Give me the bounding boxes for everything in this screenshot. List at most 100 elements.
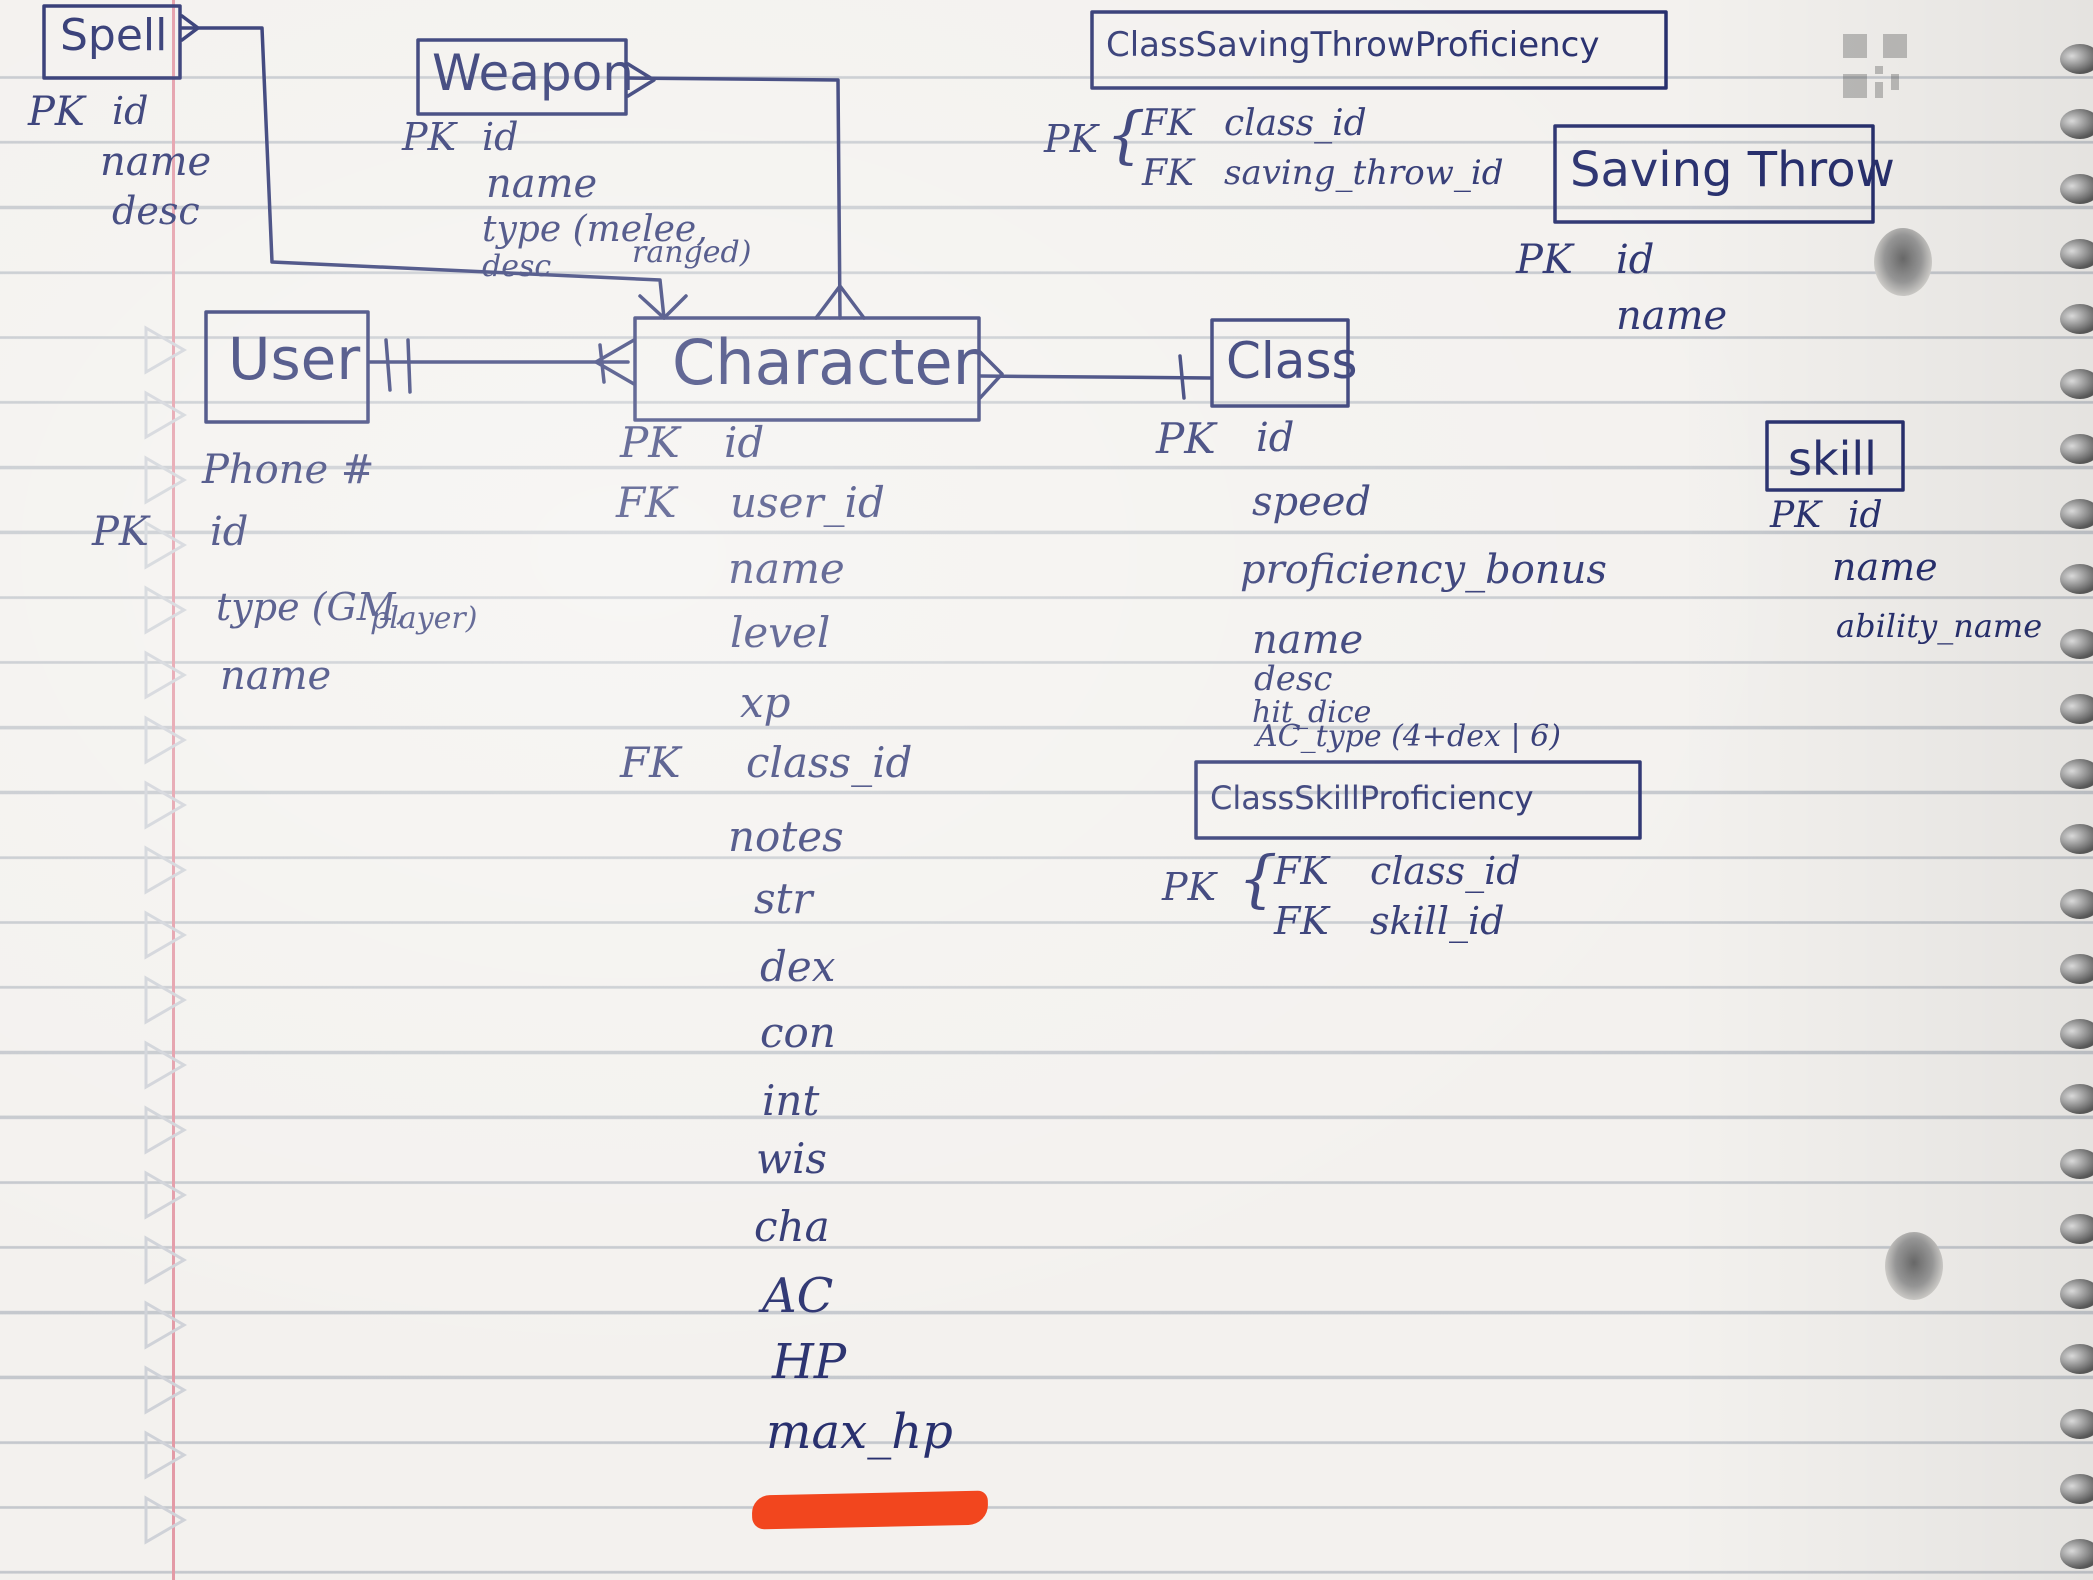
weapon-box — [416, 38, 628, 116]
spell-character-line — [180, 26, 666, 320]
character-box — [633, 316, 981, 422]
csp-fk-label: FK — [1274, 849, 1329, 893]
character-attr: AC — [762, 1268, 834, 1324]
class-skill-proficiency-title: ClassSkillProficiency — [1210, 779, 1534, 817]
spell-box — [42, 4, 182, 80]
character-user-crowsfoot — [594, 338, 636, 386]
skill-attr: id — [1848, 495, 1883, 536]
class-saving-throw-proficiency-title: ClassSavingThrowProficiency — [1106, 25, 1600, 65]
spell-attr: id — [112, 89, 149, 133]
class-attr: speed — [1252, 479, 1372, 525]
cstp-attr: saving_throw_id — [1224, 153, 1504, 193]
spell-attr: name — [100, 139, 212, 185]
margin-triangles — [144, 325, 187, 1545]
spiral-coil — [2060, 1344, 2093, 1374]
margin-triangle — [144, 910, 187, 960]
punched-hole — [1885, 1232, 1943, 1300]
csp-brace: { — [1238, 842, 1278, 915]
saving-throw-title: Saving Throw — [1570, 142, 1895, 198]
saving-throw-box — [1553, 124, 1875, 224]
spiral-coil — [2060, 174, 2093, 204]
weapon-attr: desc — [482, 249, 552, 284]
cstp-pk-label: PK — [1044, 117, 1098, 161]
character-attr: id — [724, 418, 765, 467]
weapon-title: Weapon — [432, 44, 634, 102]
spell-title: Spell — [60, 10, 168, 61]
character-title: Character — [672, 326, 979, 399]
spell-attr: desc — [112, 189, 200, 233]
csp-attr: class_id — [1370, 849, 1521, 893]
spiral-coil — [2060, 1539, 2093, 1569]
cstp-attr: class_id — [1224, 103, 1367, 144]
character-attr: dex — [760, 942, 836, 991]
spell-pk-label: PK — [28, 89, 85, 135]
qr-code — [1843, 34, 1907, 98]
character-weapon-crowsfoot — [814, 284, 866, 320]
skill-box — [1765, 420, 1905, 492]
margin-triangle — [144, 1365, 187, 1415]
spiral-coil — [2060, 564, 2093, 594]
spiral-coil — [2060, 759, 2093, 789]
spiral-coil — [2060, 1084, 2093, 1114]
margin-triangle — [144, 845, 187, 895]
character-attr: name — [728, 544, 845, 593]
margin-triangle — [144, 1040, 187, 1090]
margin-triangle — [144, 1430, 187, 1480]
character-attr: user_id — [730, 478, 885, 527]
weapon-attr: name — [486, 161, 598, 207]
csp-pk-label: PK — [1162, 865, 1216, 909]
character-attr: cha — [754, 1202, 830, 1251]
character-class-line — [978, 374, 1212, 380]
class-attr: AC_type (4+dex | 6) — [1256, 719, 1561, 754]
weapon-attr: type (melee, — [482, 209, 708, 250]
margin-triangle — [144, 1105, 187, 1155]
spiral-coil — [2060, 1279, 2093, 1309]
weapon-crowsfoot — [626, 62, 656, 98]
margin-triangle — [144, 520, 187, 570]
class-attr: proficiency_bonus — [1240, 547, 1607, 593]
saving-throw-pk-label: PK — [1516, 237, 1573, 283]
class-attr: id — [1256, 415, 1295, 461]
margin-triangle — [144, 585, 187, 635]
spiral-coil — [2060, 239, 2093, 269]
skill-pk-label: PK — [1770, 495, 1822, 536]
punched-hole — [1874, 228, 1932, 296]
margin-triangle — [144, 1235, 187, 1285]
spiral-coil — [2060, 1149, 2093, 1179]
user-attr: player) — [370, 601, 478, 636]
class-attr: hit_dice — [1252, 695, 1372, 730]
margin-triangle — [144, 455, 187, 505]
class-attr: desc — [1254, 659, 1333, 699]
character-attr: notes — [728, 812, 844, 861]
class-title: Class — [1226, 332, 1358, 390]
spiral-coil — [2060, 694, 2093, 724]
margin-triangle — [144, 780, 187, 830]
spiral-coil — [2060, 629, 2093, 659]
spiral-coil — [2060, 1409, 2093, 1439]
spiral-coil — [2060, 44, 2093, 74]
weapon-character-line — [626, 76, 842, 320]
margin-triangle — [144, 325, 187, 375]
character-class-crowsfoot — [978, 350, 1004, 400]
weapon-pk-label: PK — [402, 115, 456, 159]
crossed-out-attribute — [751, 1490, 989, 1530]
character-attr: str — [754, 874, 813, 923]
spiral-coil — [2060, 369, 2093, 399]
margin-triangle — [144, 1495, 187, 1545]
csp-fk-label: FK — [1274, 899, 1329, 943]
spiral-coil — [2060, 1019, 2093, 1049]
margin-triangle — [144, 715, 187, 765]
margin-triangle — [144, 650, 187, 700]
saving-throw-attr: name — [1616, 293, 1728, 339]
character-attr: wis — [756, 1134, 827, 1183]
margin-triangle — [144, 1300, 187, 1350]
character-fk-label: FK — [616, 478, 677, 527]
character-attr: class_id — [746, 738, 913, 787]
spiral-coil — [2060, 954, 2093, 984]
cstp-fk-label: FK — [1142, 103, 1194, 144]
character-fk-label: FK — [620, 738, 681, 787]
character-attr: xp — [740, 678, 791, 727]
user-one-mark — [384, 338, 392, 392]
